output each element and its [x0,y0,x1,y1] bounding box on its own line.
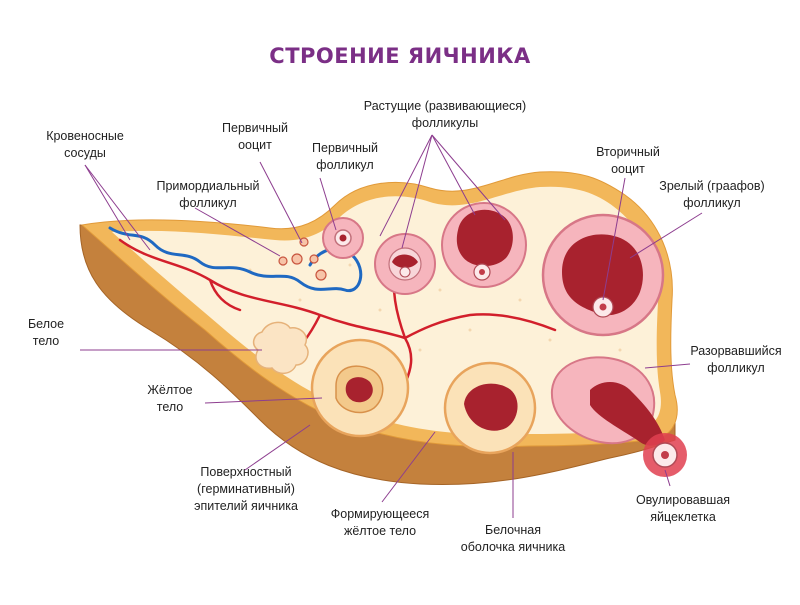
label-mature-follicle: Зрелый (граафов) фолликул [659,179,765,210]
growing-follicle-small [374,233,436,295]
label-corpus-albicans: Белое тело [27,317,65,348]
leader-lines [80,134,703,518]
label-surface-epithelium: Поверхностный (герминативный) эпителий я… [194,465,298,513]
label-ruptured-follicle: Разорвавшийся фолликул [690,344,782,375]
label-blood-vessels: Кровеносные сосуды [46,129,124,160]
label-tunica-albuginea: Белочная оболочка яичника [460,523,566,554]
corpus-luteum [310,338,410,438]
ruptured-follicle [550,356,665,446]
diagram-title: СТРОЕНИЕ ЯИЧНИКА [269,44,531,68]
label-ovulated-egg: Овулировавшая яйцеклетка [635,493,731,524]
label-corpus-luteum: Жёлтое тело [147,383,193,414]
primordial-follicles [278,237,327,281]
primary-follicle [322,217,364,259]
label-growing-follicles: Растущие (развивающиеся) фолликулы [363,99,527,130]
mature-follicle [541,213,665,337]
label-primary-follicle: Первичный фолликул [312,141,378,172]
forming-corpus-luteum [443,361,537,455]
vein-vessel [108,226,363,293]
ovulated-egg [643,433,687,477]
label-secondary-oocyte: Вторичный ооцит [596,145,660,176]
label-primordial-follicle: Примордиальный фолликул [156,179,260,210]
stroma-texture [248,263,622,352]
growing-follicle-medium [441,202,527,288]
label-primary-oocyte: Первичный ооцит [222,121,288,152]
label-forming-corpus-luteum: Формирующееся жёлтое тело [330,507,430,538]
